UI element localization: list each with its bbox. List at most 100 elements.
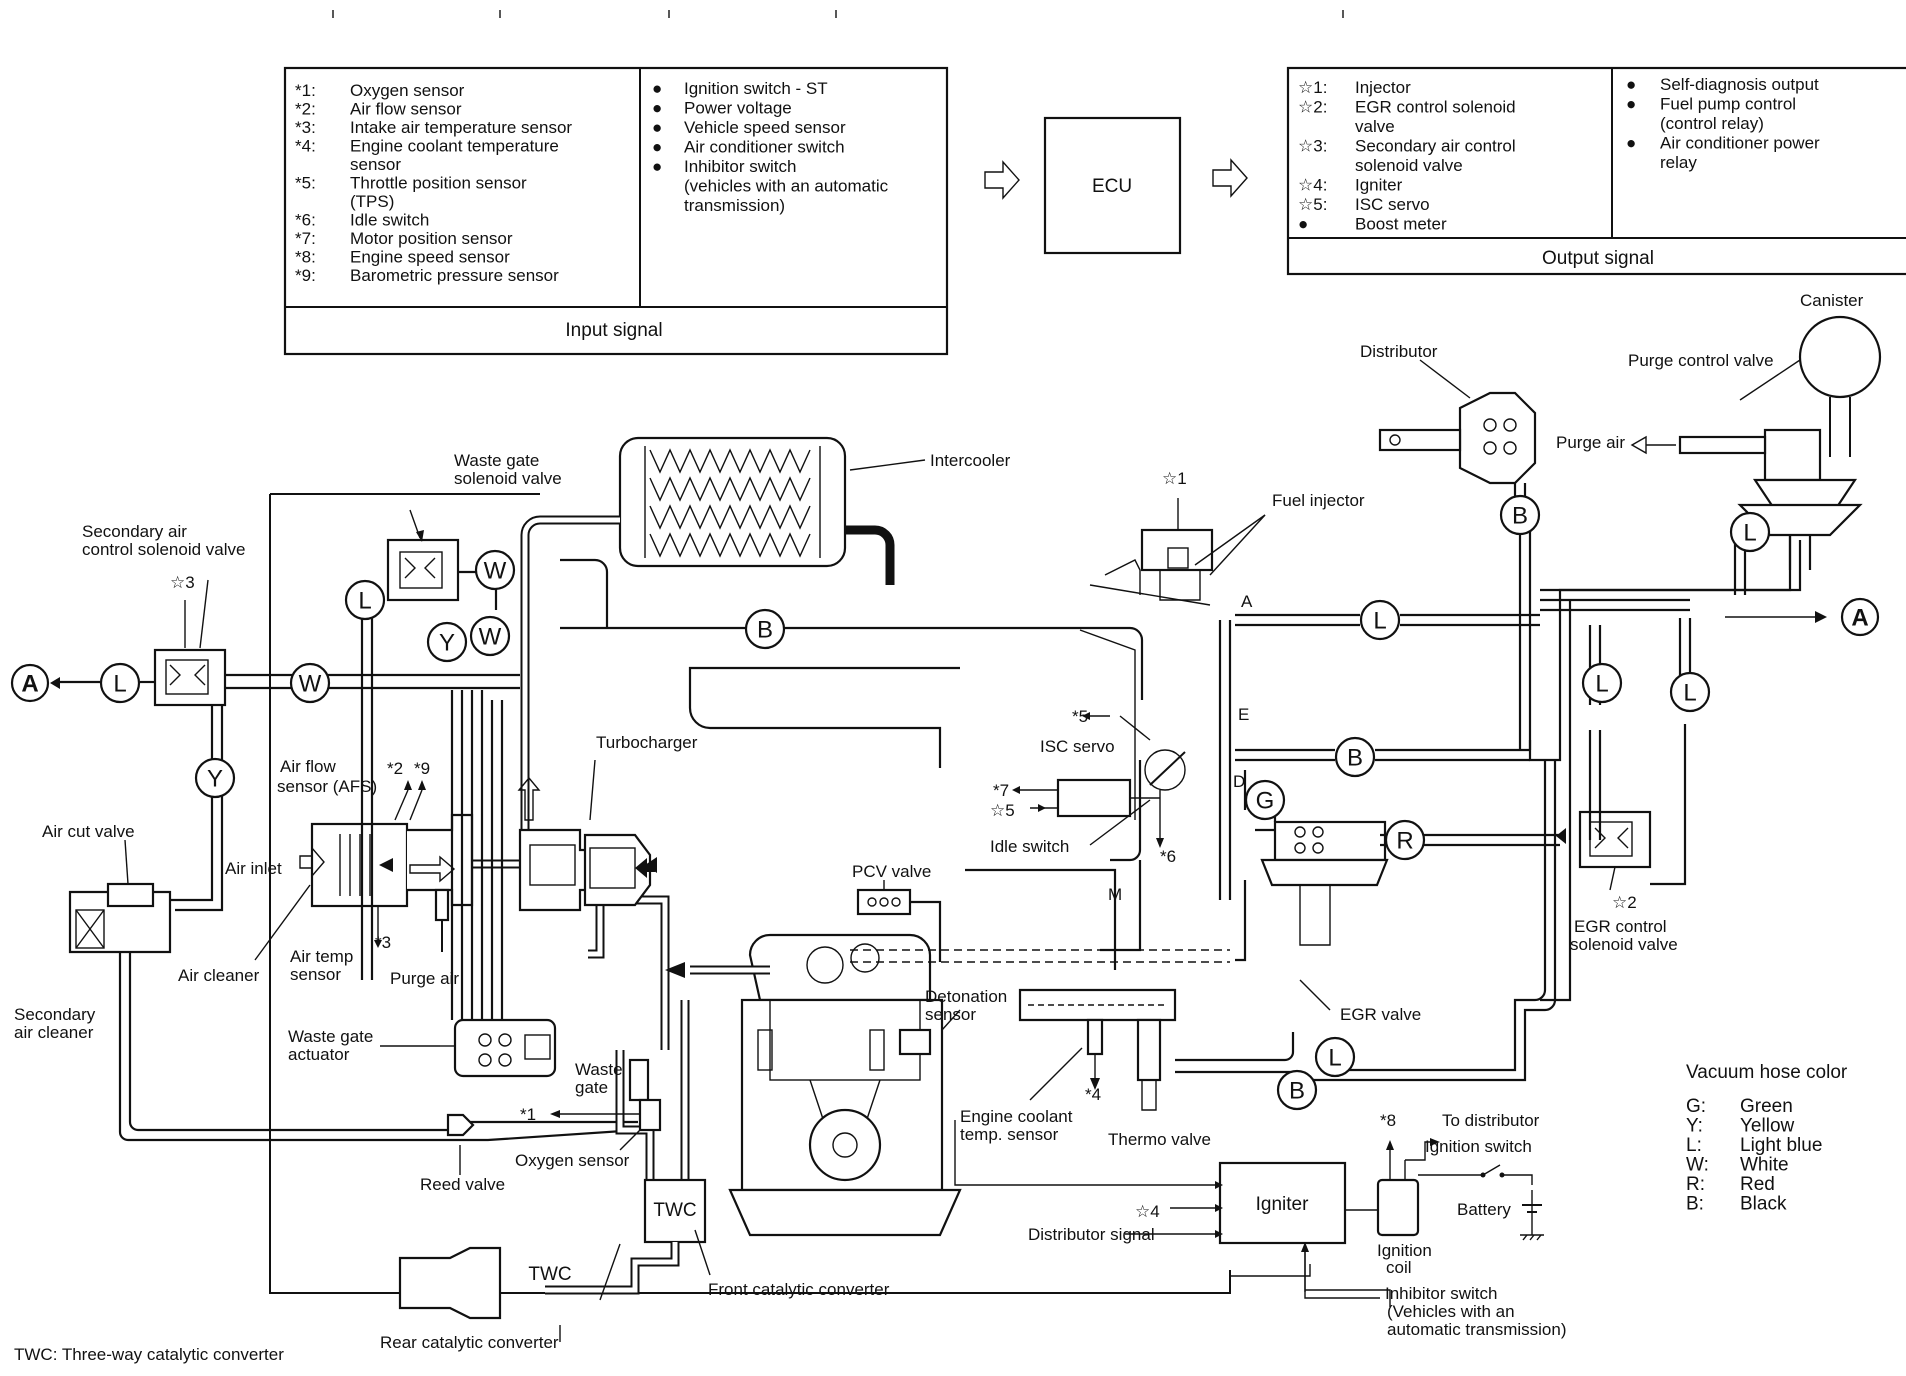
star-5: ☆5 xyxy=(990,801,1015,820)
hose-tag-letter: B xyxy=(1289,1078,1305,1105)
legend-color: Red xyxy=(1740,1174,1775,1195)
air-flow-label-1: Air flow xyxy=(280,757,336,776)
purge-air-left-label: Purge air xyxy=(390,969,459,988)
ignition-coil xyxy=(1376,1138,1533,1237)
sensor-item: (TPS) xyxy=(350,192,394,211)
switch-bullet: ● xyxy=(652,118,662,137)
coolant-label-2: temp. sensor xyxy=(960,1125,1059,1144)
output-item: Self-diagnosis output xyxy=(1660,75,1819,94)
mark-7: *7 xyxy=(993,781,1009,800)
hose-tag-circle xyxy=(744,608,786,650)
sensor-mark: *1: xyxy=(295,81,316,100)
coolant-label-1: Engine coolant xyxy=(960,1107,1073,1126)
air-flow-label-2: sensor (AFS) xyxy=(277,777,377,796)
legend-code: G: xyxy=(1686,1096,1706,1117)
actuator-mark: ☆5: xyxy=(1298,195,1327,214)
air-temp-label-1: Air temp xyxy=(290,947,353,966)
hose-tag-letter: L xyxy=(1373,608,1386,635)
secondary-air-label-2: control solenoid valve xyxy=(82,540,245,559)
actuator-item: ISC servo xyxy=(1355,195,1430,214)
ecu-box: ECU xyxy=(1043,116,1182,255)
waste-gate-solenoid-valve xyxy=(386,509,460,602)
detonation-label-2: sensor xyxy=(925,1005,976,1024)
vacuum-hose-legend: Vacuum hose color G:GreenY:YellowL:Light… xyxy=(1686,1062,1848,1215)
purge-control-valve-label: Purge control valve xyxy=(1628,351,1774,370)
igniter-wiring xyxy=(954,1120,1391,1307)
switch-item: Vehicle speed sensor xyxy=(684,118,846,137)
battery xyxy=(1520,1190,1544,1241)
star-1: ☆1 xyxy=(1162,469,1187,488)
sensor-mark: *2: xyxy=(295,100,316,119)
air-flow-sensor xyxy=(299,780,474,948)
hose-tag-circle xyxy=(289,662,331,704)
reed-valve xyxy=(446,1113,475,1175)
air-temp-label-2: sensor xyxy=(290,965,341,984)
hose-tag-letter: W xyxy=(299,671,322,698)
sensor-mark: *7: xyxy=(295,229,316,248)
sensor-mark: *4: xyxy=(295,137,316,156)
actuator-mark: ☆4: xyxy=(1298,176,1327,195)
isc-servo xyxy=(1012,712,1160,818)
output-item: relay xyxy=(1660,153,1697,172)
sensor-mark: *3: xyxy=(295,118,316,137)
hose-tag-circle xyxy=(1581,662,1623,704)
hose-tag-circle xyxy=(99,662,141,704)
hose-tag-circle xyxy=(1314,1036,1356,1078)
star-4: ☆4 xyxy=(1135,1202,1160,1221)
hose-tag-circle xyxy=(194,757,236,799)
waste-gate-actuator-label-1: Waste gate xyxy=(288,1027,373,1046)
hose-tag-letter: L xyxy=(1328,1045,1341,1072)
output-item: Fuel pump control xyxy=(1660,95,1796,114)
sensor-mark: *5: xyxy=(295,174,316,193)
twc-rear-label: TWC xyxy=(528,1264,571,1285)
switch-item: Power voltage xyxy=(684,99,792,118)
purge-air-port xyxy=(434,888,450,952)
switch-item: transmission) xyxy=(684,196,785,215)
switch-item: Air conditioner switch xyxy=(684,138,845,157)
hose-tag-circle xyxy=(426,621,468,663)
sensor-mark: *6: xyxy=(295,211,316,230)
mark-2: *2 xyxy=(387,759,403,778)
exhaust-system: TWC TWC xyxy=(398,1000,711,1342)
hose-tag-letter: Y xyxy=(207,766,223,793)
legend-color: Yellow xyxy=(1740,1116,1795,1137)
actuator-mark: ☆2: xyxy=(1298,98,1327,117)
port-e: E xyxy=(1238,705,1249,724)
sensor-item: Intake air temperature sensor xyxy=(350,118,572,137)
mark-3: *3 xyxy=(375,933,391,952)
actuator-mark: ☆1: xyxy=(1298,78,1327,97)
switch-bullet: ● xyxy=(652,157,662,176)
hose-tag-circle xyxy=(1669,671,1711,713)
inhibitor-label-1: Inhibitor switch xyxy=(1385,1284,1497,1303)
output-bullet: ● xyxy=(1626,134,1636,153)
inhibitor-label-2: (Vehicles with an xyxy=(1387,1302,1515,1321)
legend-code: B: xyxy=(1686,1194,1704,1215)
actuator-mark: ☆3: xyxy=(1298,137,1327,156)
top-ticks xyxy=(332,10,1344,18)
thermo-valve-label: Thermo valve xyxy=(1108,1130,1211,1149)
front-cat-label: Front catalytic converter xyxy=(708,1280,890,1299)
connector-a-right: A xyxy=(1840,597,1880,637)
egr-sol-label-2: solenoid valve xyxy=(1570,935,1678,954)
waste-gate-actuator-label-2: actuator xyxy=(288,1045,350,1064)
hose-tag-circle xyxy=(474,549,516,591)
hose-tag-circle xyxy=(469,615,511,657)
pcv-valve xyxy=(856,880,942,962)
isc-servo-label: ISC servo xyxy=(1040,737,1115,756)
mark-6: *6 xyxy=(1160,847,1176,866)
waste-gate-solenoid-label-2: solenoid valve xyxy=(454,469,562,488)
hose-tag-circle xyxy=(1244,779,1286,821)
distributor-signal-label: Distributor signal xyxy=(1028,1225,1155,1244)
output-item: (control relay) xyxy=(1660,114,1764,133)
hose-tag-circle xyxy=(1729,511,1771,553)
legend-title: Vacuum hose color xyxy=(1686,1062,1848,1083)
output-signal-panel: ☆1:Injector☆2:EGR control solenoidvalve☆… xyxy=(1286,66,1906,276)
sensor-mark: *9: xyxy=(295,266,316,285)
frame-lines xyxy=(269,493,1311,1294)
to-distributor-label: To distributor xyxy=(1442,1111,1540,1130)
legend-code: L: xyxy=(1686,1135,1702,1156)
idle-switch-label: Idle switch xyxy=(990,837,1069,856)
actuator-mark: ● xyxy=(1298,215,1308,234)
connector-a-right-label: A xyxy=(1851,605,1868,632)
